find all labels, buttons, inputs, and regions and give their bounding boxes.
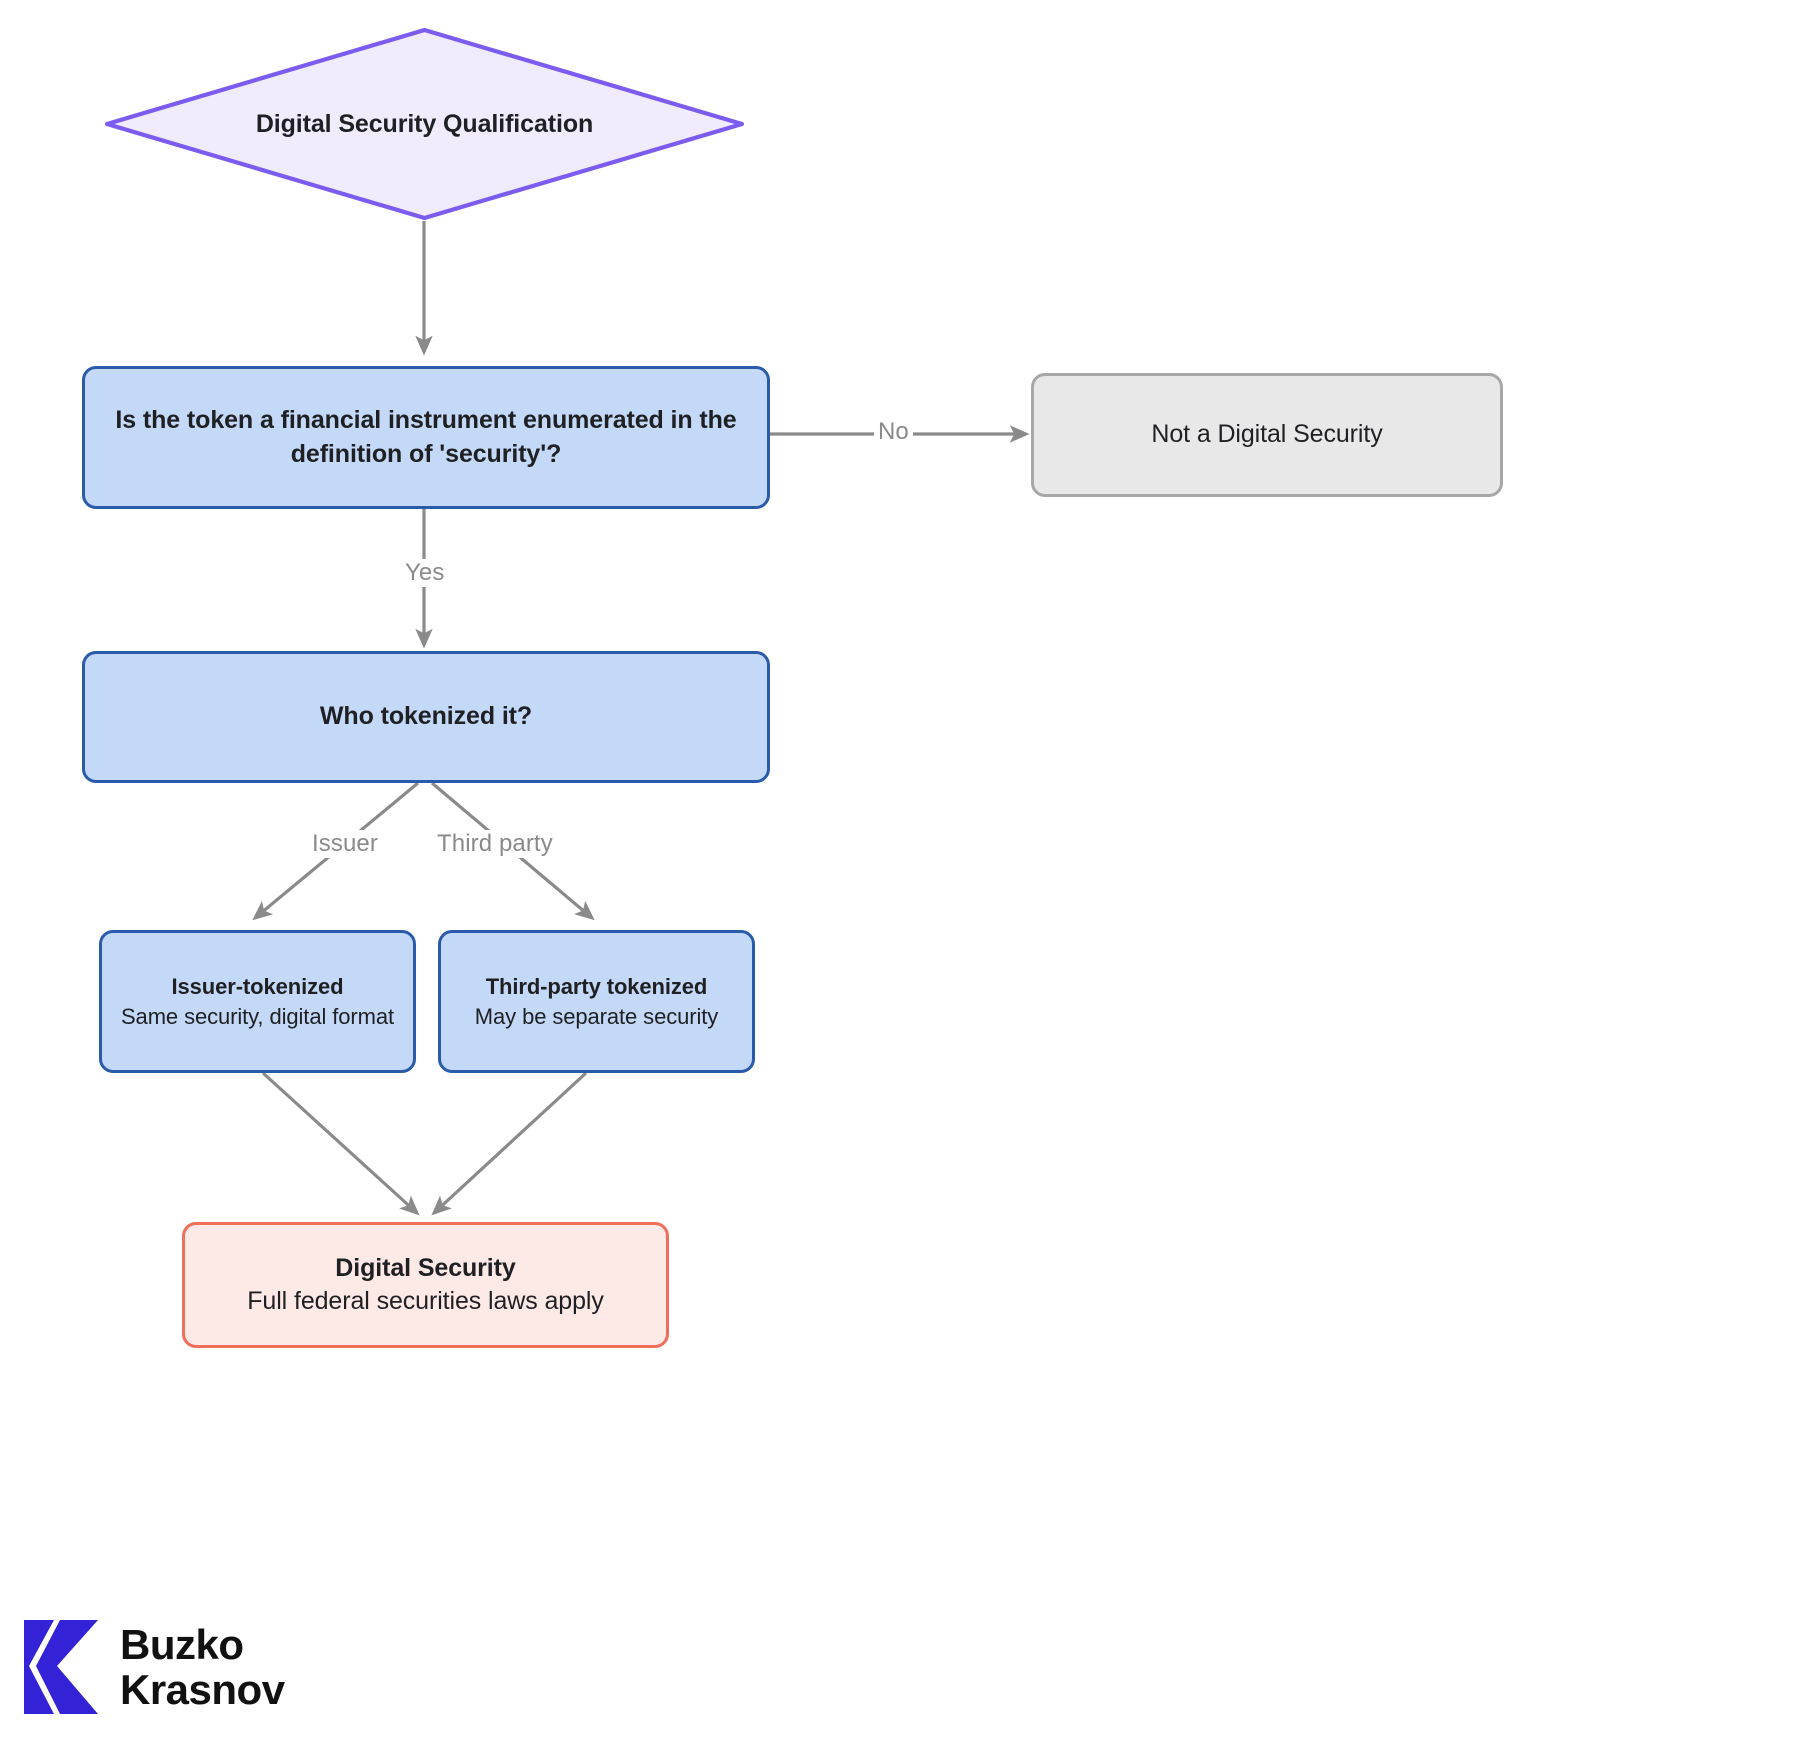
node-not-security[interactable]: Not a Digital Security bbox=[1031, 373, 1503, 497]
node-digital-security-subtitle: Full federal securities laws apply bbox=[247, 1287, 604, 1315]
node-digital-security[interactable]: Digital Security Full federal securities… bbox=[182, 1222, 669, 1348]
diamond-shape bbox=[104, 27, 745, 221]
node-issuer-tokenized-title: Issuer-tokenized bbox=[171, 974, 344, 1000]
node-start[interactable]: Digital Security Qualification bbox=[103, 26, 746, 222]
node-start-label: Digital Security Qualification bbox=[255, 109, 594, 138]
node-question-enumerated-label: Is the token a financial instrument enum… bbox=[115, 406, 737, 468]
edge-issuer-to-digital-security bbox=[261, 1071, 420, 1216]
node-digital-security-title: Digital Security bbox=[335, 1253, 516, 1282]
brand-logo: Buzko Krasnov bbox=[24, 1618, 285, 1716]
edge-label-yes: Yes bbox=[401, 559, 449, 587]
logo-line-2: Krasnov bbox=[120, 1666, 285, 1713]
k-monogram-icon bbox=[24, 1620, 98, 1714]
node-not-security-label: Not a Digital Security bbox=[1151, 420, 1383, 449]
node-who-tokenized[interactable]: Who tokenized it? bbox=[82, 651, 770, 783]
edge-label-no: No bbox=[874, 418, 913, 446]
logo-wordmark: Buzko Krasnov bbox=[120, 1620, 285, 1713]
edge-label-issuer: Issuer bbox=[308, 830, 382, 858]
node-question-enumerated[interactable]: Is the token a financial instrument enum… bbox=[82, 366, 770, 509]
edge-third-party-to-digital-security bbox=[431, 1071, 588, 1216]
node-issuer-tokenized-subtitle: Same security, digital format bbox=[120, 1003, 394, 1029]
node-who-tokenized-label: Who tokenized it? bbox=[319, 702, 533, 731]
node-issuer-tokenized[interactable]: Issuer-tokenized Same security, digital … bbox=[99, 930, 416, 1073]
node-third-party-tokenized-subtitle: May be separate security bbox=[474, 1003, 719, 1029]
node-third-party-tokenized-title: Third-party tokenized bbox=[485, 974, 708, 1000]
edge-label-third-party: Third party bbox=[433, 830, 557, 858]
logo-line-1: Buzko bbox=[120, 1620, 244, 1668]
node-third-party-tokenized[interactable]: Third-party tokenized May be separate se… bbox=[438, 930, 755, 1073]
